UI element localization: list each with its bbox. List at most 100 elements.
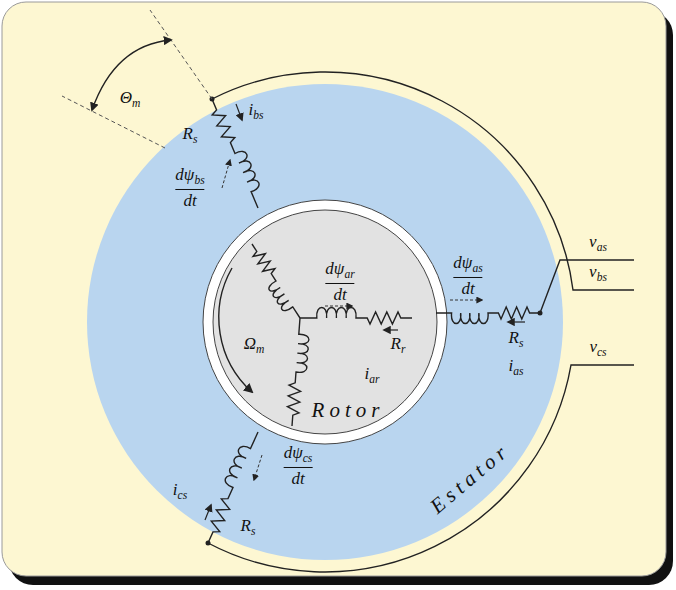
rotor-rim <box>209 206 441 438</box>
math-text: dψ <box>284 443 303 462</box>
wire-a <box>540 260 634 313</box>
math-text: m <box>132 97 140 110</box>
emf-arrow <box>325 306 352 307</box>
speed-arrow <box>219 268 252 392</box>
winding <box>212 99 259 208</box>
math-label: ibs <box>248 101 263 122</box>
math-text: Ω <box>244 334 256 353</box>
math-text: m <box>256 343 264 356</box>
winding <box>208 432 258 543</box>
math-label: Estator <box>426 438 514 517</box>
winding <box>252 244 300 318</box>
math-text: r <box>401 343 406 356</box>
angle-arrow <box>92 40 171 110</box>
math-label: dψas / dt <box>453 254 482 298</box>
math-text: as <box>597 241 607 254</box>
math-label: Rs <box>183 125 198 146</box>
math-text: dt <box>183 192 196 210</box>
math-text: dt <box>291 470 304 488</box>
math-label: Ωm <box>244 335 265 356</box>
math-text: as <box>472 262 482 275</box>
math-label: vcs <box>589 338 606 359</box>
math-text: bs <box>194 174 204 187</box>
emf-arrow <box>254 455 262 480</box>
math-label: ias <box>508 357 523 378</box>
wire-b <box>212 72 634 290</box>
math-text: i <box>173 480 178 499</box>
math-text: dψcs / dt <box>284 444 313 488</box>
math-text: dψ <box>175 165 194 184</box>
math-label: dψar / dt <box>325 260 354 304</box>
current-arrow <box>508 321 525 322</box>
math-text: as <box>513 365 523 378</box>
winding <box>300 308 412 325</box>
math-label: Rs <box>509 329 524 350</box>
math-text: i <box>508 356 513 375</box>
current-arrow <box>205 505 211 520</box>
reference-line <box>62 96 165 148</box>
math-text: dψas / dt <box>453 254 482 298</box>
math-text: R <box>391 334 401 353</box>
math-text: ar <box>369 373 379 386</box>
rotor <box>213 210 437 434</box>
math-text: ar <box>344 268 354 281</box>
math-text: bs <box>597 271 607 284</box>
math-text: dψbs / dt <box>175 166 204 210</box>
math-text: dψar <box>325 260 354 281</box>
math-text: / <box>325 283 354 284</box>
math-text: cs <box>303 452 313 465</box>
reference-line <box>150 10 212 99</box>
math-label: vbs <box>589 263 607 284</box>
math-label: ics <box>173 481 187 502</box>
math-text: i <box>364 364 369 383</box>
emf-arrow <box>450 300 482 301</box>
windings <box>208 99 540 543</box>
air-gap <box>203 200 447 444</box>
math-text: v <box>589 262 597 281</box>
math-text: dψas <box>453 254 482 275</box>
math-text: dψbs <box>175 166 204 187</box>
math-text: R <box>183 124 193 143</box>
math-text: v <box>589 337 597 356</box>
math-text: cs <box>597 346 607 359</box>
math-label: dψcs / dt <box>284 444 313 488</box>
math-text: dψar / dt <box>325 260 354 304</box>
math-text: / <box>453 277 482 278</box>
math-text: dt <box>333 286 346 304</box>
math-text: bs <box>253 109 263 122</box>
math-text: s <box>519 337 524 350</box>
math-text: R <box>241 516 251 535</box>
math-label: Rs <box>241 517 256 538</box>
math-text: i <box>248 100 253 119</box>
math-text: dψ <box>453 253 472 272</box>
math-label: dψbs / dt <box>175 166 204 210</box>
math-text: R <box>509 328 519 347</box>
math-text: Rotor <box>312 398 385 422</box>
math-label: Θm <box>120 89 141 110</box>
emf-arrow <box>222 160 230 188</box>
math-text: dψ <box>325 259 344 278</box>
math-text: Estator <box>425 438 515 519</box>
current-arrow <box>236 104 242 120</box>
winding <box>436 307 540 324</box>
math-text: / <box>284 467 313 468</box>
math-label: vas <box>589 233 607 254</box>
math-text: v <box>589 232 597 251</box>
math-text: s <box>193 133 198 146</box>
wire-c <box>208 365 634 572</box>
math-text: / <box>175 189 204 190</box>
math-label: Rotor <box>312 399 385 421</box>
panel <box>2 2 666 576</box>
winding <box>287 318 309 426</box>
math-text: cs <box>178 489 188 502</box>
math-text: s <box>251 525 256 538</box>
math-text: dt <box>461 280 474 298</box>
math-label: iar <box>364 365 379 386</box>
math-text: Θ <box>120 88 132 107</box>
current-arrow <box>384 329 398 330</box>
math-text: dψcs <box>284 444 313 465</box>
stator <box>87 84 563 560</box>
math-label: Rr <box>391 335 406 356</box>
